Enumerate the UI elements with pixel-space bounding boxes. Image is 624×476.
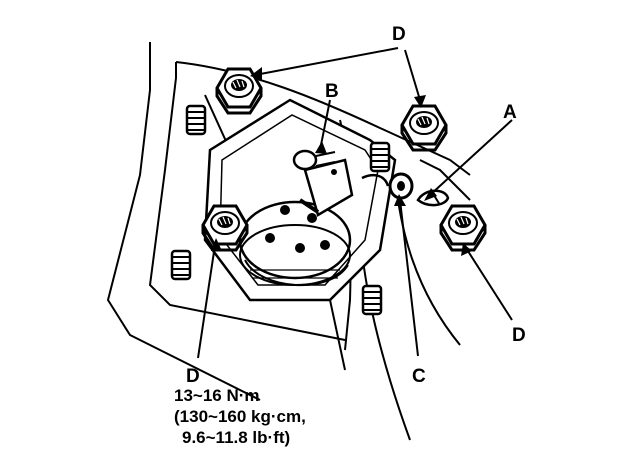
leader-d-right	[465, 247, 513, 321]
torque-spec-line-2: (130~160 kg·cm,	[174, 407, 306, 426]
torque-spec-line-3: 9.6~11.8 lb·ft)	[182, 428, 291, 447]
stud-lower-left	[170, 249, 192, 281]
callout-d-left: D	[186, 366, 200, 387]
stud-upper-right	[369, 141, 391, 173]
leader-d-to-nut-upper-right	[404, 49, 421, 101]
callout-d-top: D	[392, 24, 406, 45]
leader-lines	[197, 47, 513, 359]
leader-c	[399, 199, 419, 357]
stud-upper-left	[185, 104, 207, 136]
part-b-sensor	[292, 149, 354, 217]
stud-lower-right	[361, 284, 383, 316]
torque-spec-line-1: 13~16 N·m	[174, 386, 260, 405]
torque-spec: 13~16 N·m (130~160 kg·cm, 9.6~11.8 lb·ft…	[174, 385, 306, 448]
leader-a	[429, 119, 513, 196]
callout-c: C	[412, 366, 426, 387]
leader-d-left	[197, 244, 216, 359]
arrowheads	[211, 67, 472, 256]
nut-d-upper-right	[400, 104, 448, 152]
nut-d-lower-left	[201, 204, 249, 252]
callout-d-right: D	[512, 325, 526, 346]
callout-a: A	[503, 102, 517, 123]
part-c-washer	[361, 172, 414, 200]
leader-d-to-nut-upper-left	[254, 47, 399, 76]
engine-mount	[238, 200, 352, 286]
callout-b: B	[325, 81, 339, 102]
